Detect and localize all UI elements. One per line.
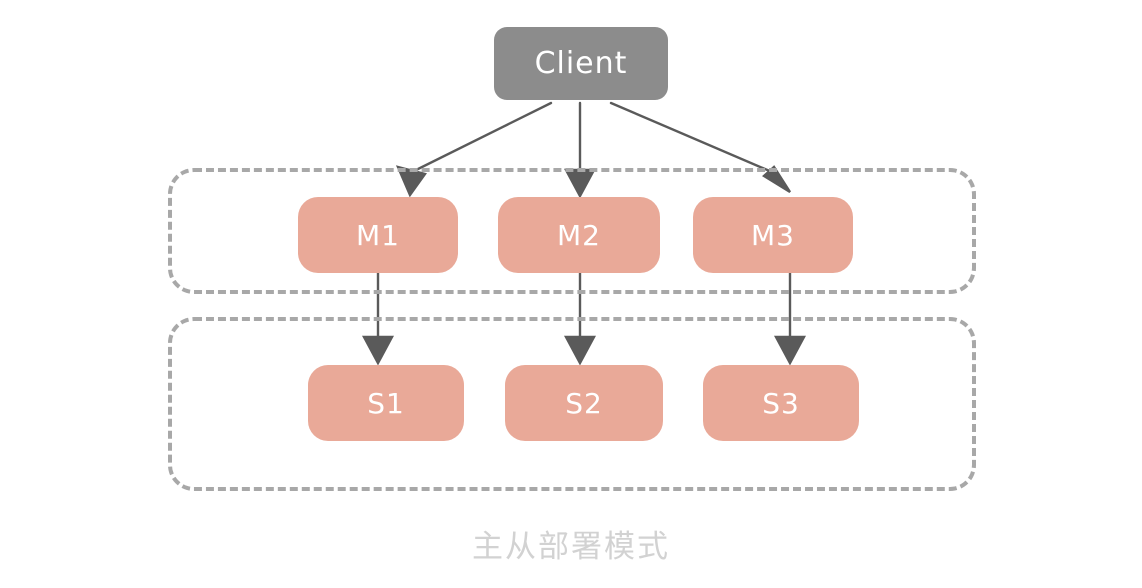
node-m1[interactable]: M1 xyxy=(298,197,458,273)
node-m3[interactable]: M3 xyxy=(693,197,853,273)
node-s1[interactable]: S1 xyxy=(308,365,464,441)
group-slave-tier xyxy=(168,317,976,491)
node-client[interactable]: Client xyxy=(494,27,668,100)
node-s2[interactable]: S2 xyxy=(505,365,663,441)
node-m2[interactable]: M2 xyxy=(498,197,660,273)
group-master-tier xyxy=(168,168,976,294)
diagram-caption: 主从部署模式 xyxy=(472,529,670,565)
node-s3[interactable]: S3 xyxy=(703,365,859,441)
